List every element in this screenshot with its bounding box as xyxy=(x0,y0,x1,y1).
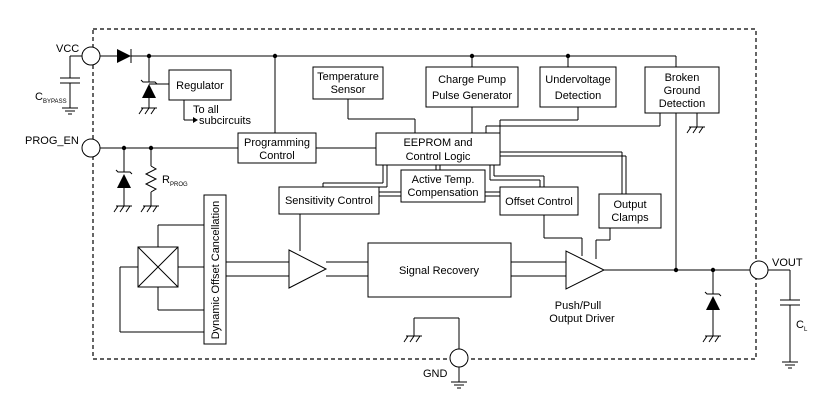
to-all-label: To all xyxy=(193,104,219,116)
output-driver-icon xyxy=(565,250,606,290)
output-clamps-line1: Output xyxy=(613,199,646,211)
push-pull-line1: Push/Pull xyxy=(555,300,601,312)
gnd-label: GND xyxy=(423,368,448,380)
broken-ground-line2: Ground xyxy=(664,85,701,97)
chip-boundary xyxy=(92,28,757,360)
r-prog-label: R xyxy=(162,174,170,186)
eeprom-line2: Control Logic xyxy=(406,151,471,163)
output-clamps-line2: Clamps xyxy=(611,212,649,224)
sensitivity-control-block xyxy=(278,186,380,215)
charge-pump-line1: Charge Pump xyxy=(438,74,506,86)
vcc-label: VCC xyxy=(56,43,79,55)
sensitivity-label: Sensitivity Control xyxy=(285,195,373,207)
temp-sensor-line1: Temperature xyxy=(317,71,379,83)
c-load-label: C xyxy=(796,319,804,331)
prog-en-label: PROG_EN xyxy=(25,135,79,147)
arrow-icon xyxy=(193,117,198,123)
c-bypass-sub: BYPASS xyxy=(43,99,67,105)
push-pull-line2: Output Driver xyxy=(549,313,615,325)
r-prog-sub: PROG xyxy=(170,182,188,188)
eeprom-line1: EEPROM and xyxy=(403,137,472,149)
regulator-label: Regulator xyxy=(176,80,224,92)
programming-control-block xyxy=(237,132,317,164)
c-bypass-label: C xyxy=(35,91,43,103)
vcc-pin xyxy=(81,46,101,66)
offset-control-block xyxy=(499,186,579,216)
signal-recovery-block xyxy=(367,242,512,298)
offset-label: Offset Control xyxy=(505,196,573,208)
dynamic-offset-block xyxy=(203,194,227,345)
charge-pump-block xyxy=(425,66,519,108)
zener-prog-icon xyxy=(117,174,131,188)
zener-out-icon xyxy=(706,296,720,310)
gnd-pin xyxy=(449,348,469,368)
subcircuits-label: subcircuits xyxy=(199,115,251,127)
vout-pin xyxy=(749,260,769,280)
output-clamps-block xyxy=(598,193,662,229)
undervoltage-line1: Undervoltage xyxy=(545,74,610,86)
active-temp-block xyxy=(400,169,486,203)
active-temp-line2: Compensation xyxy=(408,187,479,199)
undervoltage-line2: Detection xyxy=(555,90,601,102)
signal-recovery-label: Signal Recovery xyxy=(399,265,480,277)
supply-diode-icon xyxy=(117,49,131,63)
amplifier-icon xyxy=(288,249,328,289)
broken-ground-line3: Detection xyxy=(659,98,705,110)
programming-line2: Control xyxy=(259,150,294,162)
vout-label: VOUT xyxy=(772,257,803,269)
charge-pump-line2: Pulse Generator xyxy=(432,90,512,102)
c-load-sub: L xyxy=(804,327,808,333)
undervoltage-block xyxy=(539,66,617,108)
temperature-sensor-block xyxy=(312,66,384,100)
zener-vcc-icon xyxy=(142,84,156,98)
prog-en-pin xyxy=(81,138,101,158)
dynamic-offset-label: Dynamic Offset Cancellation xyxy=(210,201,222,340)
active-temp-line1: Active Temp. xyxy=(412,174,475,186)
r-prog-icon xyxy=(144,165,158,193)
broken-ground-line1: Broken xyxy=(665,72,700,84)
regulator-block xyxy=(168,69,232,101)
temp-sensor-line2: Sensor xyxy=(331,84,366,96)
broken-ground-block xyxy=(644,66,720,114)
eeprom-control-block xyxy=(375,132,501,166)
programming-line1: Programming xyxy=(244,137,310,149)
